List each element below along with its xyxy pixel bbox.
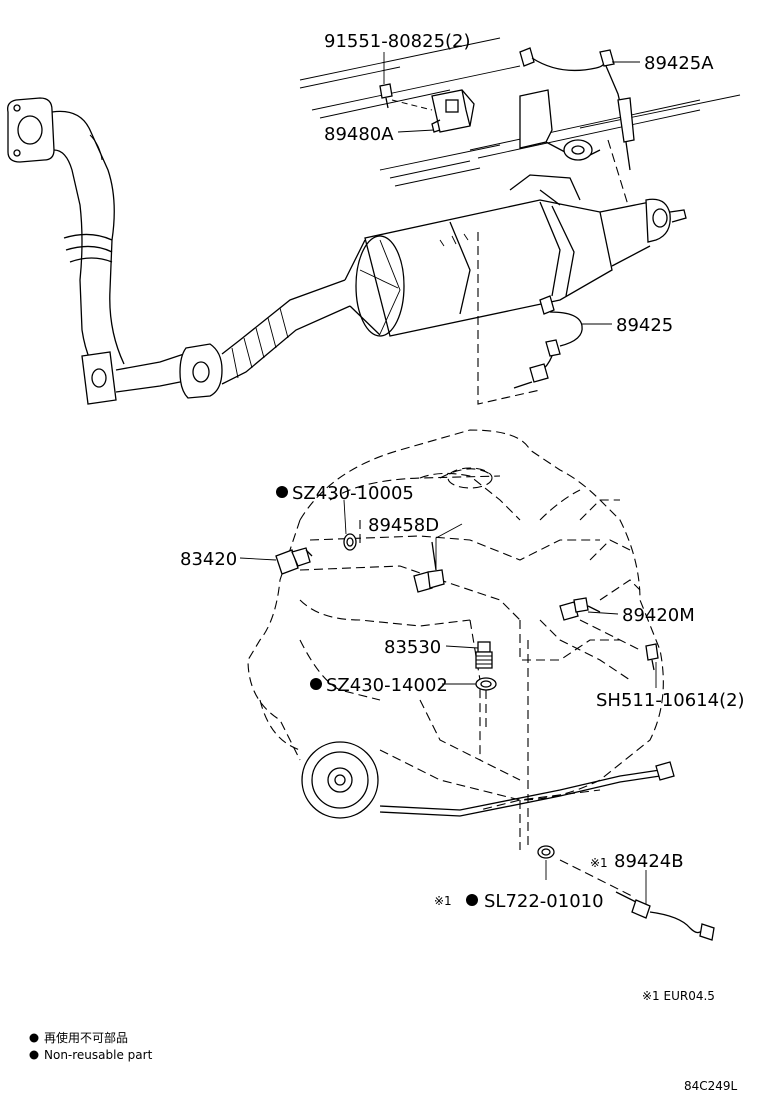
leader-lines bbox=[239, 52, 657, 904]
legend-text-en: Non-reusable part bbox=[44, 1048, 153, 1062]
sensor-icon-89458D bbox=[413, 541, 445, 593]
label-83530: 83530 bbox=[384, 637, 441, 658]
label-89425A: 89425A bbox=[644, 53, 714, 74]
temperature-sensor-icon-89425A bbox=[519, 47, 635, 171]
label-89420M: 89420M bbox=[622, 605, 695, 626]
label-SH511-10614: SH511-10614(2) bbox=[596, 690, 745, 711]
non-reusable-marker-SL722 bbox=[466, 894, 478, 906]
label-89424B: 89424B bbox=[614, 851, 684, 872]
label-91551-80825: 91551-80825(2) bbox=[324, 31, 471, 52]
legend-marker-en bbox=[29, 1050, 39, 1060]
pressure-sensor-icon-89480A bbox=[431, 89, 475, 133]
engine-block-drawing bbox=[247, 429, 675, 897]
temperature-sensor-icon-89424B bbox=[615, 891, 715, 941]
label-89480A: 89480A bbox=[324, 124, 394, 145]
gasket-icon-SZ430-14002 bbox=[475, 677, 497, 691]
non-reusable-marker-SZ430-14002 bbox=[310, 678, 322, 690]
ref-mark-SL722: ※1 bbox=[434, 894, 452, 908]
gasket-icon-SZ430-10005 bbox=[343, 533, 357, 551]
label-SL722-01010: SL722-01010 bbox=[484, 891, 604, 912]
eur-note: ※1 EUR04.5 bbox=[642, 989, 715, 1003]
bolt-icon-SH511 bbox=[645, 643, 659, 671]
legend-text-jp: 再使用不可部品 bbox=[44, 1030, 128, 1045]
temperature-sensor-icon-89425 bbox=[513, 295, 583, 389]
legend-marker-jp bbox=[29, 1033, 39, 1043]
part-labels: 91551-80825(2) 89425A 89480A 89425 SZ430… bbox=[180, 31, 745, 912]
label-83420: 83420 bbox=[180, 549, 237, 570]
label-89425: 89425 bbox=[616, 315, 673, 336]
switch-icon-83530 bbox=[475, 641, 493, 669]
non-reusable-marker-SZ430-10005 bbox=[276, 486, 288, 498]
bolt-icon-91551 bbox=[379, 83, 433, 111]
switch-icon-83420 bbox=[275, 547, 313, 575]
sensor-icon-89420M bbox=[559, 597, 601, 621]
gasket-icon-SL722 bbox=[537, 845, 555, 859]
label-89458D: 89458D bbox=[368, 515, 439, 536]
legend: 再使用不可部品 Non-reusable part bbox=[29, 1030, 153, 1062]
figure-code: 84C249L bbox=[684, 1079, 738, 1093]
label-SZ430-14002: SZ430-14002 bbox=[326, 675, 448, 696]
exhaust-assembly-drawing bbox=[7, 37, 741, 405]
ref-mark-89424B: ※1 bbox=[590, 856, 608, 870]
label-SZ430-10005: SZ430-10005 bbox=[292, 483, 414, 504]
